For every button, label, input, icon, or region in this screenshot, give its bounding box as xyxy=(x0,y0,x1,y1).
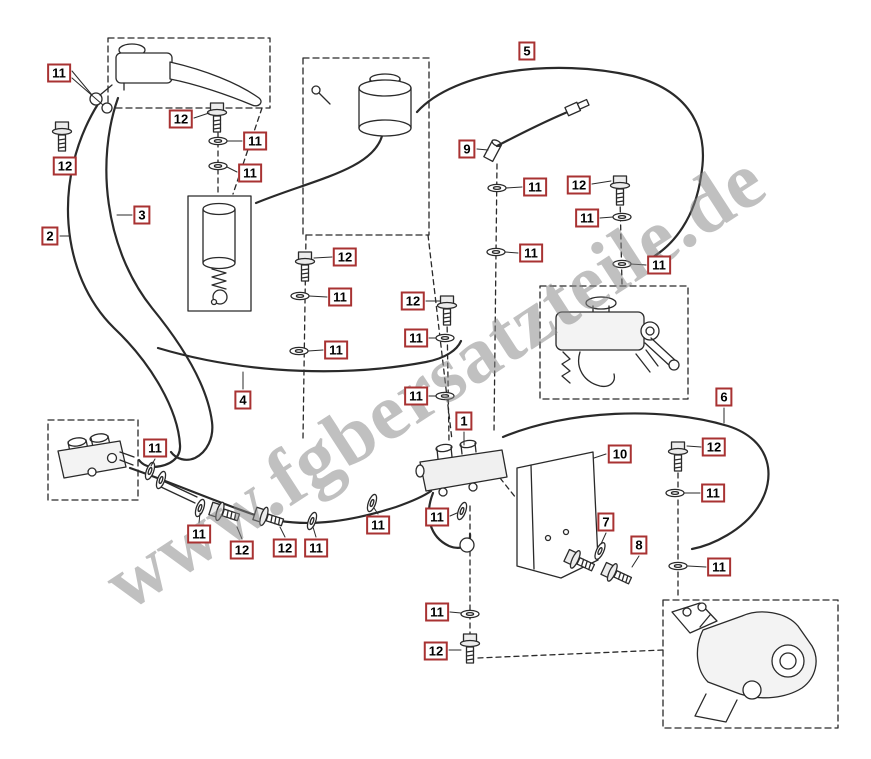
heat-shield xyxy=(516,451,599,579)
brake-lines xyxy=(66,66,770,551)
brake-hose-6 xyxy=(501,412,770,551)
callout-11: 11 xyxy=(701,483,725,503)
callout-10: 10 xyxy=(607,444,633,464)
front-master-cylinder xyxy=(202,202,236,306)
brake-pipe-lower xyxy=(128,466,433,525)
rear-master-cylinder-box xyxy=(539,285,689,400)
callout-11: 11 xyxy=(328,287,352,307)
callout-11: 11 xyxy=(47,63,71,83)
callout-12: 12 xyxy=(400,291,426,311)
callout-12: 12 xyxy=(423,641,449,661)
reservoir-hose xyxy=(254,134,384,205)
callout-7: 7 xyxy=(597,512,615,532)
callout-11: 11 xyxy=(404,386,428,406)
callout-4: 4 xyxy=(234,390,252,410)
callout-11: 11 xyxy=(523,177,547,197)
callout-11: 11 xyxy=(647,255,671,275)
banjo-eye xyxy=(459,537,475,553)
reservoir-screw xyxy=(311,85,321,95)
callout-6: 6 xyxy=(715,387,733,407)
banjo-fitting xyxy=(101,102,113,114)
callout-12: 12 xyxy=(272,538,298,558)
rear-reservoir-box xyxy=(302,57,430,236)
rear-reservoir xyxy=(311,73,412,137)
callout-11: 11 xyxy=(187,524,211,544)
callout-3: 3 xyxy=(133,205,151,225)
dashed-reference-boxes xyxy=(47,37,839,729)
callout-12: 12 xyxy=(168,109,194,129)
callout-11: 11 xyxy=(304,538,328,558)
callout-9: 9 xyxy=(458,139,476,159)
return-spring xyxy=(561,351,571,384)
callout-11: 11 xyxy=(324,340,348,360)
hose-connector xyxy=(564,98,590,117)
callout-11: 11 xyxy=(243,131,267,151)
callout-11: 11 xyxy=(707,557,731,577)
hose-fitting-9 xyxy=(483,98,590,163)
callout-11: 11 xyxy=(366,515,390,535)
callout-8: 8 xyxy=(630,535,648,555)
callout-11: 11 xyxy=(425,602,449,622)
callout-12: 12 xyxy=(52,156,78,176)
rear-master-cylinder xyxy=(555,296,680,388)
callout-11: 11 xyxy=(143,438,167,458)
brake-pipe-4 xyxy=(156,339,463,373)
assembly-dashed-lines xyxy=(217,107,679,659)
piston-spring xyxy=(211,268,227,290)
brake-caliper xyxy=(671,602,817,723)
front-brake-lever-box xyxy=(107,37,271,109)
front-brake-lever-assembly xyxy=(89,43,262,114)
callout-11: 11 xyxy=(519,243,543,263)
left-distribution-valve xyxy=(57,433,135,479)
callout-11: 11 xyxy=(425,507,449,527)
callout-11: 11 xyxy=(238,163,262,183)
callout-12: 12 xyxy=(332,247,358,267)
caliper-box xyxy=(662,599,839,729)
front-master-cylinder-box xyxy=(187,195,252,312)
pipe-fitting-tube xyxy=(160,480,198,504)
brake-hose-3 xyxy=(105,96,214,461)
callout-1: 1 xyxy=(455,411,473,431)
callout-12: 12 xyxy=(229,540,255,560)
callout-12: 12 xyxy=(701,437,727,457)
brake-hose-5 xyxy=(415,66,705,259)
callout-5: 5 xyxy=(518,41,536,61)
callout-11: 11 xyxy=(575,208,599,228)
junction-valve xyxy=(415,439,508,553)
callout-12: 12 xyxy=(566,175,592,195)
callout-leader-lines xyxy=(59,70,725,651)
callout-2: 2 xyxy=(41,226,59,246)
callout-11: 11 xyxy=(404,328,428,348)
